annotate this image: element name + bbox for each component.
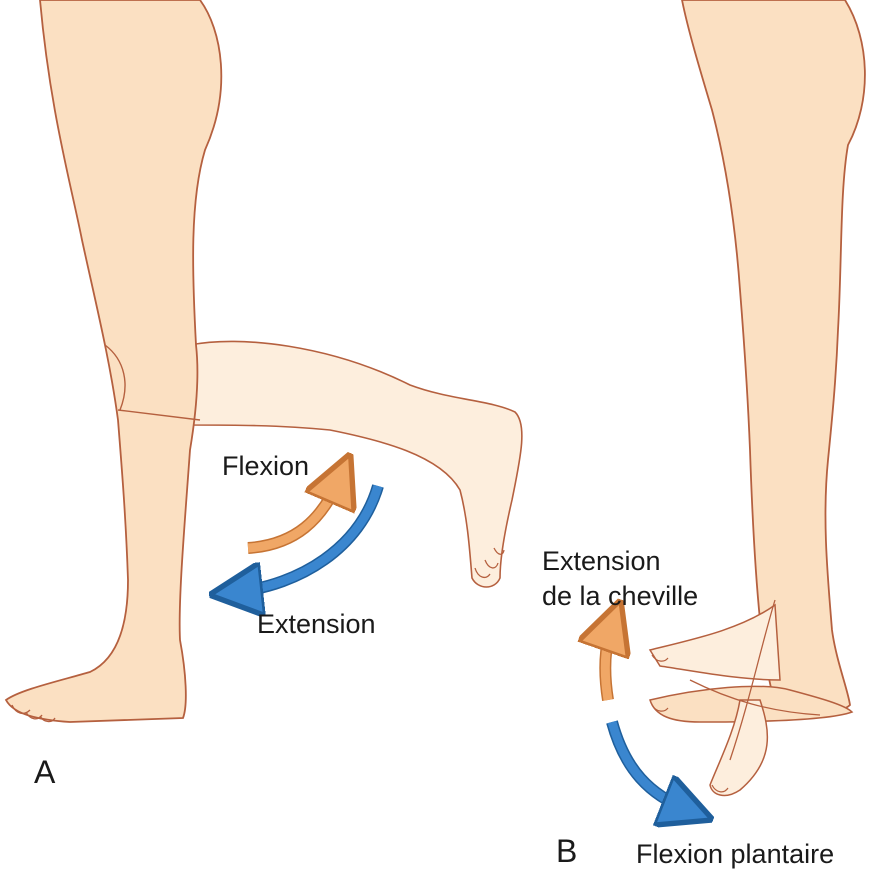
plantar-flexion-arrow <box>606 720 691 816</box>
panel-a-illustration <box>4 0 523 723</box>
flexed-lower-leg <box>189 340 523 588</box>
ankle-extension-label-line1: Extension <box>542 546 661 576</box>
ankle-extension-label-line2: de la cheville <box>542 581 699 611</box>
panel-b-illustration <box>605 0 866 816</box>
standing-foot-a-toes <box>11 704 56 723</box>
flexed-foot-toes <box>474 547 505 579</box>
dorsiflexed-foot <box>648 603 781 681</box>
flexion-label: Flexion <box>222 451 310 481</box>
extension-arrow <box>235 484 384 598</box>
extension-label: Extension <box>257 609 376 639</box>
plantar-flexion-label: Flexion plantaire <box>636 839 835 869</box>
plantar-flexed-foot <box>709 699 769 797</box>
panel-a-letter: A <box>34 754 56 790</box>
standing-leg-a <box>4 0 223 723</box>
panel-b-letter: B <box>556 833 578 869</box>
